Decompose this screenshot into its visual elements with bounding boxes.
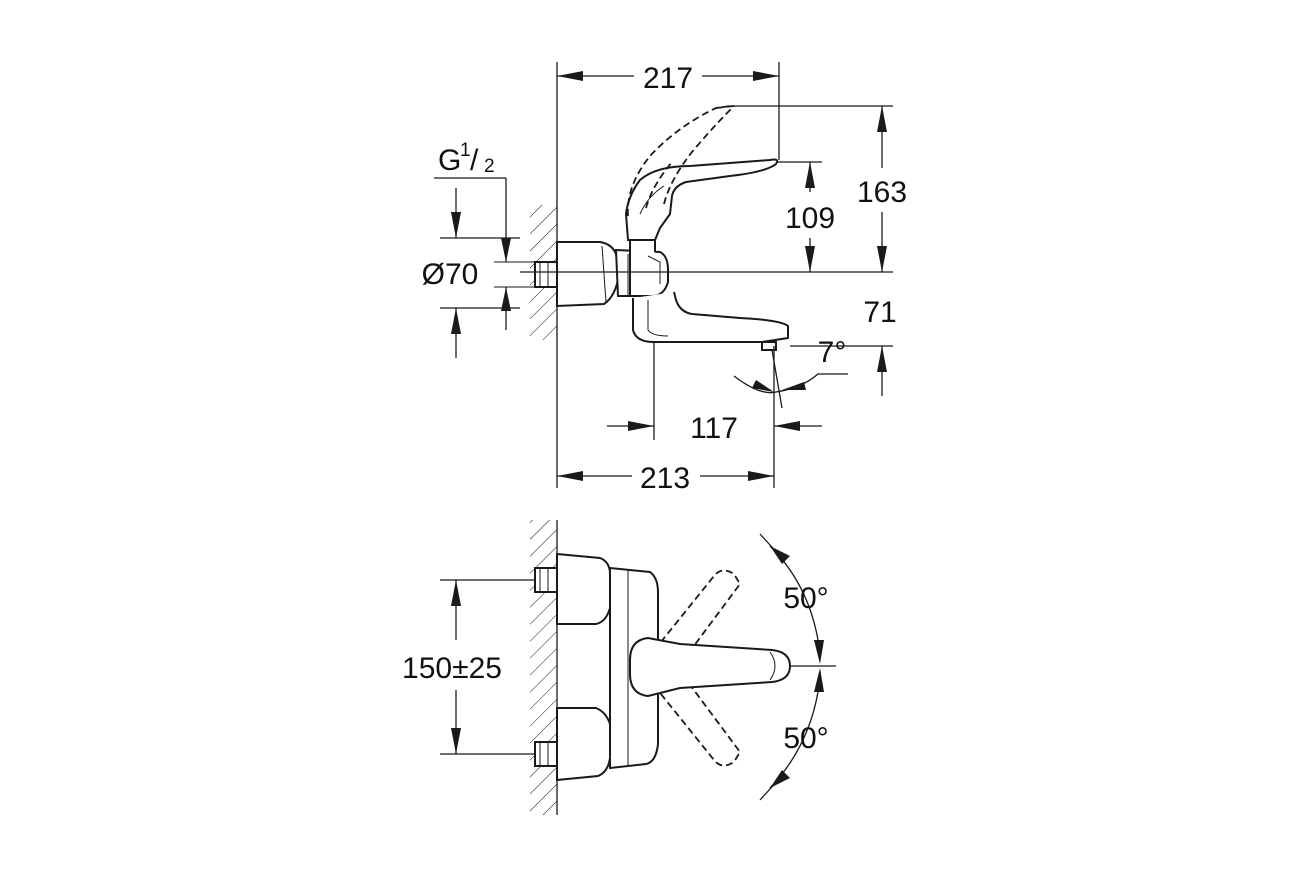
dim-label-overall-length: 217 [643, 62, 693, 95]
mixer-body-side [614, 239, 669, 297]
dim-7deg: 7° [733, 336, 848, 409]
thread-label-denominator: 2 [484, 156, 495, 177]
dim-label-diameter: Ø70 [422, 258, 479, 291]
spout-side [632, 291, 789, 351]
dim-label-spout-reach: 117 [690, 412, 738, 445]
dim-217: 217 [557, 62, 780, 160]
lever-handle-side [624, 158, 779, 241]
thread-callout: G 1 / 2 [434, 140, 540, 330]
top-view: 150±25 50° 50° [402, 520, 836, 815]
dim-label-swing-upper: 50° [783, 582, 828, 615]
thread-label-numerator: 1 [460, 140, 471, 161]
dim-diameter: Ø70 [422, 188, 520, 358]
dim-label-spout-height: 71 [863, 296, 896, 329]
dim-label-lever-height: 109 [785, 202, 835, 235]
dim-swing-angles: 50° 50° [759, 533, 836, 801]
dim-label-total-height: 163 [857, 176, 907, 209]
dim-label-inlet-spacing: 150±25 [402, 652, 502, 685]
thread-label-base: G [438, 144, 461, 177]
dim-150: 150±25 [402, 579, 535, 755]
side-view: 217 163 109 71 [422, 62, 907, 495]
dim-label-spout-angle: 7° [818, 336, 847, 369]
inlet-fitting-side [534, 241, 621, 308]
dim-213: 213 [557, 404, 775, 495]
lever-handle-top [629, 636, 792, 698]
dim-117: 117 [607, 342, 822, 445]
dim-109: 109 [776, 161, 835, 272]
dim-163: 163 [730, 105, 907, 272]
wall-top-view [530, 520, 558, 815]
dim-71: 71 [790, 296, 897, 396]
inlet-upper-top [534, 552, 611, 625]
dim-label-body-length: 213 [640, 462, 690, 495]
thread-label-slash: / [470, 144, 479, 177]
dim-label-swing-lower: 50° [783, 722, 828, 755]
